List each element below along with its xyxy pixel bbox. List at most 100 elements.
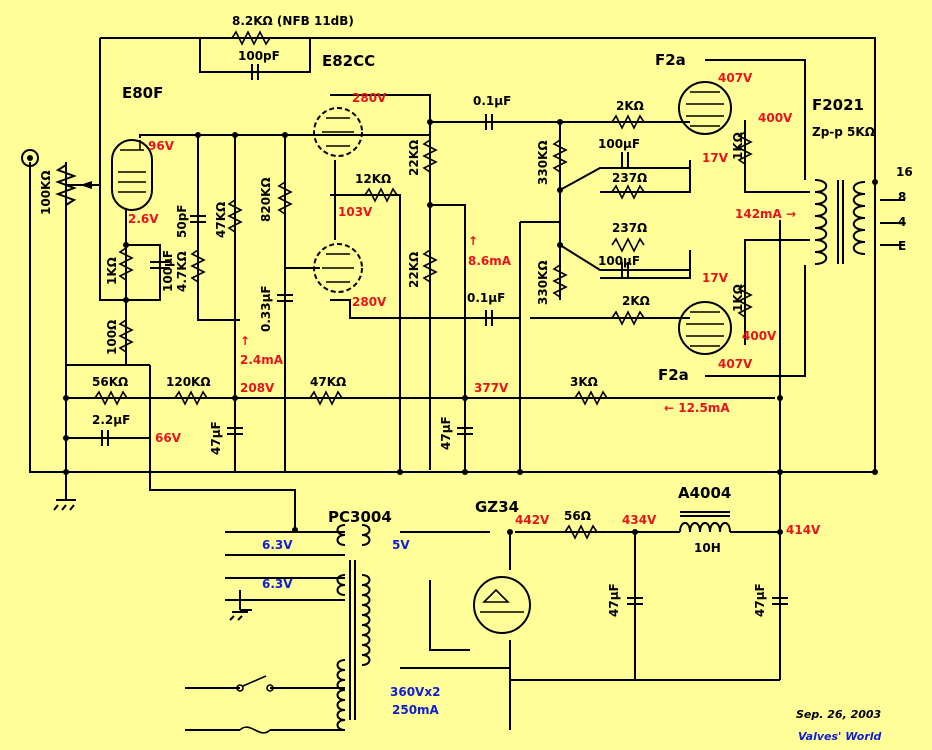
date-label: Sep. 26, 2003 [796, 708, 882, 721]
f2a-bottom-label: F2a [658, 366, 689, 384]
r47k-b-label: 47KΩ [310, 375, 346, 389]
i-142: 142mA → [735, 207, 796, 221]
heater2-label: 6.3V [262, 577, 293, 591]
tap-e: E [898, 239, 906, 253]
r330k-bot-label: 330KΩ [536, 260, 550, 305]
v-f2a-plate-bot: 407V [718, 357, 753, 371]
a4004-label: A4004 [678, 484, 731, 502]
v-e80f-plate: 96V [148, 139, 175, 153]
r12k-label: 12KΩ [355, 172, 391, 186]
r2k-bot-label: 2KΩ [622, 294, 650, 308]
r47k-label: 47KΩ [214, 202, 228, 238]
r237-top-label: 237Ω [612, 171, 647, 185]
voltage-labels: 96V 2.6V 280V 103V 280V 407V 400V 17V 17… [128, 71, 821, 537]
component-labels: 8.2KΩ (NFB 11dB) 100pF 100KΩ 1KΩ 100μF 1… [39, 14, 767, 617]
nfb-cap-label: 100pF [238, 49, 280, 63]
tap-4: 4 [898, 215, 906, 229]
i-arrow-86: ↑ [468, 234, 478, 248]
r237-bot-label: 237Ω [612, 221, 647, 235]
v-f2a-screen-bot: 400V [742, 329, 777, 343]
v-ecc-plate-bot: 280V [352, 295, 387, 309]
rect-heater-label: 5V [392, 538, 410, 552]
gz34-label: GZ34 [475, 498, 519, 516]
e80f-tube-icon [111, 139, 153, 211]
f2021-label: F2021 [812, 96, 864, 114]
impedance-label: Zp-p 5KΩ [812, 125, 875, 139]
c22u-label: 2.2μF [92, 413, 130, 427]
e82cc-lower-triode-icon [313, 243, 363, 293]
r3k-label: 3KΩ [570, 375, 598, 389]
power-switch-icon[interactable] [236, 675, 274, 692]
c100u-label: 100μF [161, 250, 175, 292]
r1k-top-label: 1KΩ [731, 132, 745, 160]
v-208: 208V [240, 381, 275, 395]
r22k-a-label: 22KΩ [407, 140, 421, 176]
c033-label: 0.33μF [259, 285, 273, 332]
pc3004-label: PC3004 [328, 508, 392, 526]
tap-8: 8 [898, 190, 906, 204]
power-transformer-icon [336, 524, 371, 731]
v-434: 434V [622, 513, 657, 527]
current-labels: ↑ 2.4mA ↑ 8.6mA 142mA → ← 12.5mA [240, 207, 796, 415]
v-f2a-cath-top: 17V [702, 151, 729, 165]
i-125: ← 12.5mA [664, 401, 730, 415]
v-414: 414V [786, 523, 821, 537]
r330k-top-label: 330KΩ [536, 140, 550, 185]
c50p-label: 50pF [175, 205, 189, 239]
r56k-label: 56KΩ [92, 375, 128, 389]
tap-16: 16 [896, 165, 913, 179]
choke-value-label: 10H [694, 541, 721, 555]
v-f2a-plate-top: 407V [718, 71, 753, 85]
fuse-icon [239, 726, 271, 734]
v-442: 442V [515, 513, 550, 527]
power-secondary-labels: 6.3V 6.3V 5V 360Vx2 250mA [262, 538, 440, 717]
e82cc-upper-triode-icon [313, 107, 363, 157]
output-tap-labels: 16 8 4 E [896, 165, 913, 253]
v-f2a-screen-top: 400V [758, 111, 793, 125]
v-ecc-plate-top: 280V [352, 91, 387, 105]
heater1-label: 6.3V [262, 538, 293, 552]
c47u-a-label: 47μF [209, 421, 223, 455]
f2a-top-label: F2a [655, 51, 686, 69]
v-e80f-cathode: 2.6V [128, 212, 159, 226]
output-transformer-icon [814, 179, 866, 265]
hv-current-label: 250mA [392, 703, 440, 717]
i-86: 8.6mA [468, 254, 512, 268]
c100u-top-label: 100μF [598, 137, 640, 151]
volume-potentiometer-icon[interactable] [55, 164, 100, 206]
r820k-label: 820KΩ [259, 177, 273, 222]
e82cc-label: E82CC [322, 52, 375, 70]
credit-label: Valves' World [798, 730, 882, 743]
f2a-top-tube-icon [678, 81, 732, 135]
choke-icon [679, 511, 731, 533]
r100-label: 100Ω [105, 320, 119, 355]
r1k-bot-label: 1KΩ [731, 284, 745, 312]
c01-bot-label: 0.1μF [467, 291, 505, 305]
f2a-bottom-tube-icon [678, 301, 732, 355]
r2k-top-label: 2KΩ [616, 99, 644, 113]
tube-labels: E80F E82CC F2a F2a GZ34 F2021 Zp-p 5KΩ P… [122, 51, 875, 555]
ground-symbol [53, 472, 252, 621]
c47u-c-label: 47μF [607, 583, 621, 617]
input-jack-icon[interactable] [21, 149, 39, 167]
v-f2a-cath-bot: 17V [702, 271, 729, 285]
c01-top-label: 0.1μF [473, 94, 511, 108]
e80f-label: E80F [122, 84, 163, 102]
r4k7-label: 4.7KΩ [175, 251, 189, 292]
c47u-d-label: 47μF [753, 583, 767, 617]
gz34-rectifier-icon [473, 576, 531, 634]
r120k-label: 120KΩ [166, 375, 211, 389]
r56-label: 56Ω [564, 509, 591, 523]
junction-dots [63, 119, 878, 535]
vol-label: 100KΩ [39, 170, 53, 215]
footer: Sep. 26, 2003 Valves' World [796, 708, 882, 743]
r22k-b-label: 22KΩ [407, 252, 421, 288]
capacitor-icons [101, 64, 788, 605]
i-24: 2.4mA [240, 353, 284, 367]
c100u-bot-label: 100μF [598, 254, 640, 268]
v-ecc-cathode: 103V [338, 205, 373, 219]
wiring [29, 37, 905, 731]
i-arrow-24: ↑ [240, 334, 250, 348]
c47u-b-label: 47μF [439, 416, 453, 450]
